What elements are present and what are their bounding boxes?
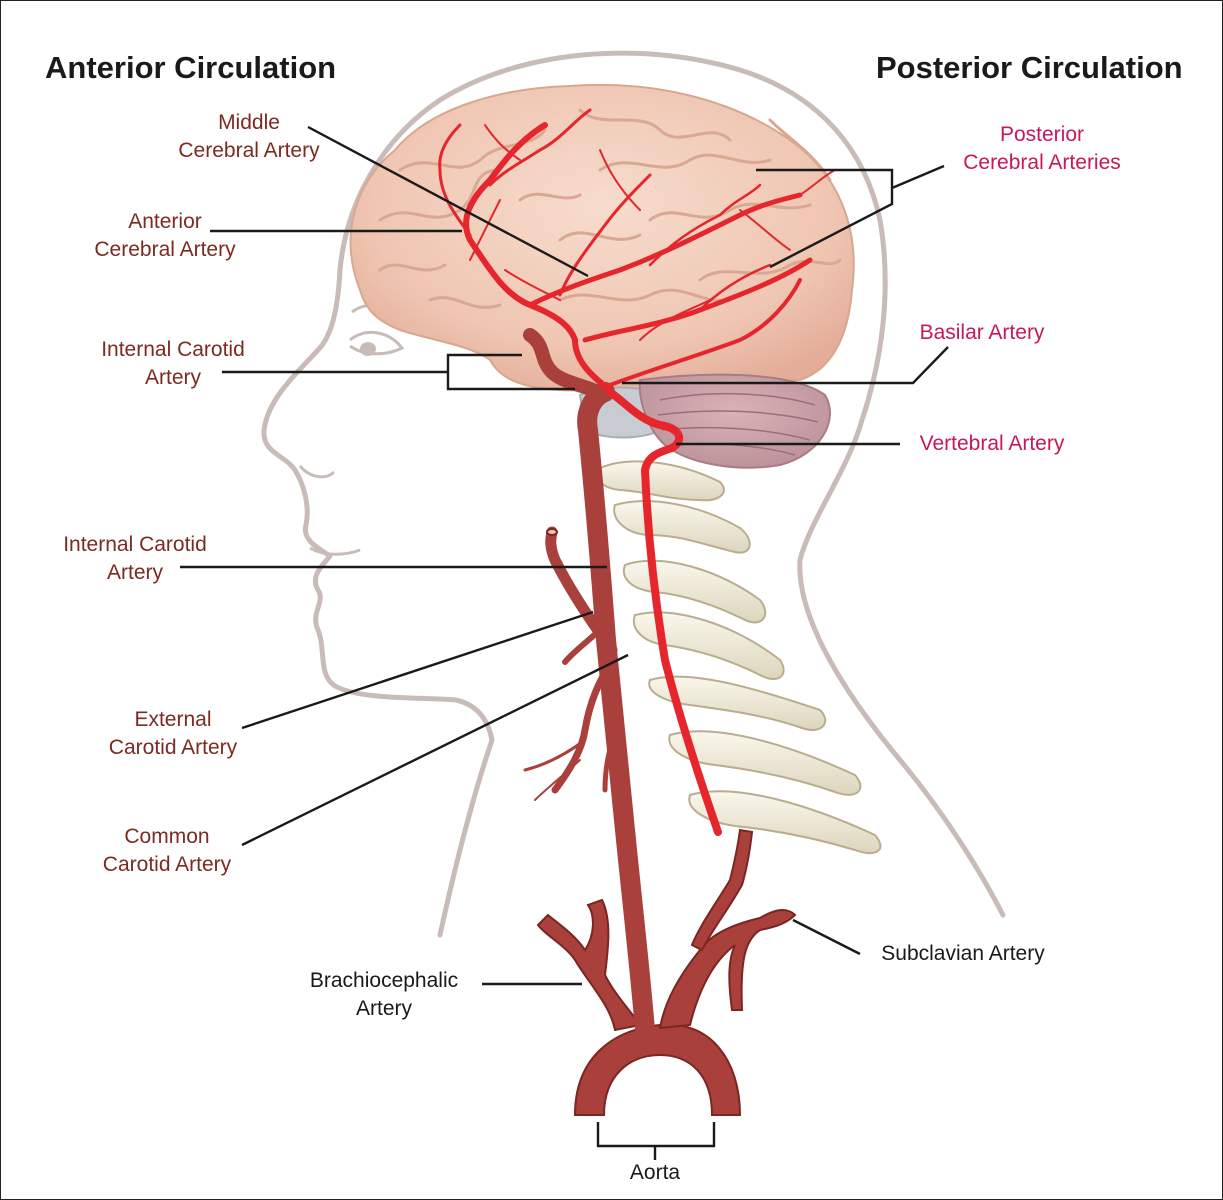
- label-line: Internal Carotid: [101, 338, 245, 361]
- label-aorta: Aorta: [629, 1161, 681, 1184]
- label-line: Carotid Artery: [108, 736, 238, 759]
- label-basilar-artery: Basilar Artery: [919, 321, 1045, 344]
- label-external-carotid-artery: External Carotid Artery: [94, 706, 252, 762]
- label-line: Brachiocephalic: [309, 969, 459, 992]
- cervical-vertebrae: [595, 460, 882, 855]
- leader-common-carotid: [241, 653, 629, 847]
- external-carotid-end: [546, 528, 558, 536]
- label-line: Posterior: [999, 123, 1085, 146]
- eye-outline: [349, 330, 405, 356]
- label-anterior-cerebral-artery: Anterior Cerebral Artery: [78, 208, 252, 264]
- label-line: Artery: [355, 997, 412, 1020]
- external-carotid-branches: [523, 526, 623, 801]
- label-line: Internal Carotid: [63, 533, 207, 556]
- label-line: Cerebral Arteries: [963, 151, 1121, 174]
- label-common-carotid-artery: Common Carotid Artery: [88, 823, 246, 879]
- label-posterior-cerebral-arteries: Posterior Cerebral Arteries: [948, 121, 1136, 177]
- leader-basilar: [622, 346, 949, 385]
- cerebral-arteries: [438, 108, 836, 393]
- label-line: Artery: [106, 561, 163, 584]
- label-vertebral-artery: Vertebral Artery: [919, 432, 1065, 455]
- label-line: Middle: [218, 111, 280, 134]
- leader-middle-cerebral: [307, 125, 589, 278]
- label-line: External: [134, 708, 212, 731]
- mouth-outline: [309, 546, 361, 556]
- internal-carotid-upper: [523, 328, 605, 399]
- label-line: Anterior: [128, 210, 202, 233]
- leader-posterior-cerebral: [891, 164, 945, 190]
- vertebral-artery: [606, 388, 722, 836]
- label-brachiocephalic-artery: Brachiocephalic Artery: [296, 967, 472, 1023]
- leader-subclavian: [792, 918, 861, 956]
- leader-lines: [180, 125, 949, 1160]
- label-internal-carotid-artery-lower: Internal Carotid Artery: [48, 531, 222, 587]
- head-outline: [261, 50, 1006, 938]
- posterior-circulation-heading: Posterior Circulation: [876, 50, 1183, 85]
- aorta-and-branches: [536, 828, 797, 1116]
- nostril-outline: [298, 464, 336, 479]
- leader-external-carotid: [241, 610, 594, 730]
- label-internal-carotid-artery-upper: Internal Carotid Artery: [86, 336, 260, 392]
- eye-pupil: [360, 342, 376, 356]
- label-line: Cerebral Artery: [94, 238, 236, 261]
- label-line: Cerebral Artery: [178, 139, 320, 162]
- label-middle-cerebral-artery: Middle Cerebral Artery: [164, 109, 334, 165]
- label-line: Carotid Artery: [102, 853, 232, 876]
- label-line: Artery: [144, 366, 201, 389]
- anterior-circulation-heading: Anterior Circulation: [45, 50, 337, 85]
- label-subclavian-artery: Subclavian Artery: [881, 942, 1045, 965]
- cerebellum: [638, 373, 831, 469]
- label-line: Common: [124, 825, 210, 848]
- bracket-aorta: [596, 1122, 716, 1148]
